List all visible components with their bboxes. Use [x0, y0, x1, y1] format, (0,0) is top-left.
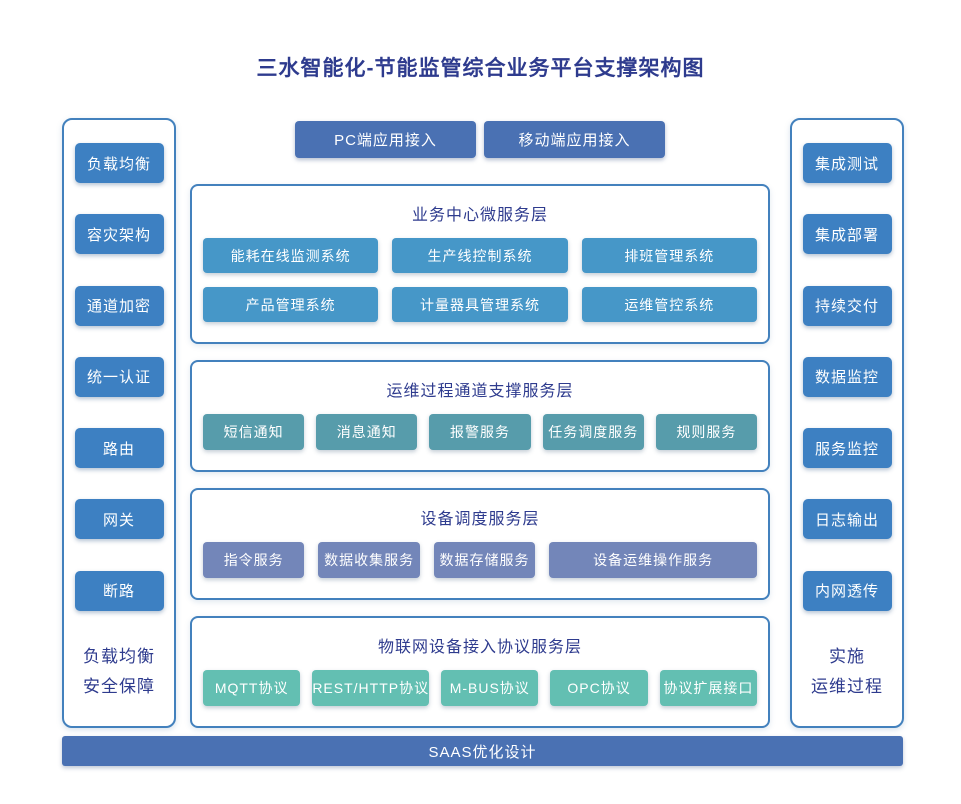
left-panel-caption-line2: 安全保障 [83, 676, 155, 696]
left-panel-caption-line1: 负载均衡 [83, 646, 155, 666]
left-panel-caption: 负载均衡 安全保障 [83, 642, 155, 702]
layer-business-row-1: 能耗在线监测系统 生产线控制系统 排班管理系统 [203, 238, 757, 273]
layer-device-scheduling: 设备调度服务层 指令服务 数据收集服务 数据存储服务 设备运维操作服务 [190, 488, 770, 600]
node-rest-http-protocol: REST/HTTP协议 [312, 670, 430, 706]
node-load-balancing: 负载均衡 [74, 143, 164, 183]
middle-column: PC端应用接入 移动端应用接入 业务中心微服务层 能耗在线监测系统 生产线控制系… [190, 118, 770, 744]
right-panel: 集成测试 集成部署 持续交付 数据监控 服务监控 日志输出 内网透传 实施 运维… [790, 118, 904, 728]
right-panel-caption-line1: 实施 [829, 646, 865, 666]
layer-ops-channel-row: 短信通知 消息通知 报警服务 任务调度服务 规则服务 [203, 414, 758, 450]
layer-ops-channel-support-title: 运维过程通道支撑服务层 [386, 383, 574, 400]
node-shift-management-system: 排班管理系统 [581, 238, 757, 273]
layer-business-microservices-title: 业务中心微服务层 [411, 207, 548, 224]
layer-iot-protocol: 物联网设备接入协议服务层 MQTT协议 REST/HTTP协议 M-BUS协议 … [190, 616, 770, 728]
node-gateway: 网关 [74, 499, 164, 540]
node-alarm-service: 报警服务 [429, 414, 531, 450]
node-continuous-delivery: 持续交付 [802, 285, 892, 326]
node-intranet-passthrough: 内网透传 [802, 570, 892, 611]
node-message-notification: 消息通知 [316, 414, 418, 450]
layer-iot-protocol-title: 物联网设备接入协议服务层 [377, 639, 582, 656]
node-integration-testing: 集成测试 [802, 143, 892, 183]
node-device-ops-operation-service: 设备运维操作服务 [549, 542, 758, 578]
node-mobile-access: 移动端应用接入 [484, 121, 665, 158]
layer-device-scheduling-title: 设备调度服务层 [420, 511, 540, 528]
node-task-scheduling-service: 任务调度服务 [542, 414, 644, 450]
node-routing: 路由 [74, 428, 164, 469]
node-mqtt-protocol: MQTT协议 [203, 670, 301, 706]
right-panel-caption-line2: 运维过程 [811, 676, 883, 696]
node-protocol-extension-interface: 协议扩展接口 [659, 670, 758, 706]
saas-optimization-bar: SAAS优化设计 [62, 736, 903, 766]
layer-ops-channel-support: 运维过程通道支撑服务层 短信通知 消息通知 报警服务 任务调度服务 规则服务 [190, 360, 770, 472]
page-title: 三水智能化-节能监管综合业务平台支撑架构图 [256, 57, 705, 80]
node-opc-protocol: OPC协议 [550, 670, 648, 706]
node-rule-service: 规则服务 [655, 414, 758, 450]
node-data-monitoring: 数据监控 [802, 356, 892, 397]
node-data-storage-service: 数据存储服务 [433, 542, 536, 578]
node-production-line-control-system: 生产线控制系统 [392, 238, 568, 273]
right-panel-caption: 实施 运维过程 [811, 642, 883, 702]
node-integration-deployment: 集成部署 [802, 214, 892, 255]
layer-business-row-2: 产品管理系统 计量器具管理系统 运维管控系统 [203, 287, 757, 322]
left-panel: 负载均衡 容灾架构 通道加密 统一认证 路由 网关 断路 负载均衡 安全保障 [62, 118, 176, 728]
node-disaster-recovery: 容灾架构 [74, 214, 164, 255]
node-energy-monitoring-system: 能耗在线监测系统 [203, 238, 379, 273]
node-sms-notification: 短信通知 [203, 414, 305, 450]
node-ops-control-system: 运维管控系统 [581, 287, 757, 322]
node-log-output: 日志输出 [802, 499, 892, 540]
node-mbus-protocol: M-BUS协议 [441, 670, 539, 706]
layer-iot-protocol-row: MQTT协议 REST/HTTP协议 M-BUS协议 OPC协议 协议扩展接口 [203, 670, 758, 706]
node-channel-encryption: 通道加密 [74, 285, 164, 326]
node-service-monitoring: 服务监控 [802, 428, 892, 469]
node-unified-auth: 统一认证 [74, 356, 164, 397]
application-access-row: PC端应用接入 移动端应用接入 [190, 118, 770, 158]
node-product-management-system: 产品管理系统 [203, 287, 379, 322]
node-circuit-breaker: 断路 [74, 570, 164, 611]
layer-device-scheduling-row: 指令服务 数据收集服务 数据存储服务 设备运维操作服务 [203, 542, 758, 578]
node-metering-instrument-system: 计量器具管理系统 [392, 287, 568, 322]
node-command-service: 指令服务 [203, 542, 305, 578]
node-data-collection-service: 数据收集服务 [318, 542, 420, 578]
layer-business-microservices: 业务中心微服务层 能耗在线监测系统 生产线控制系统 排班管理系统 产品管理系统 … [190, 184, 770, 344]
node-pc-access: PC端应用接入 [295, 121, 476, 158]
